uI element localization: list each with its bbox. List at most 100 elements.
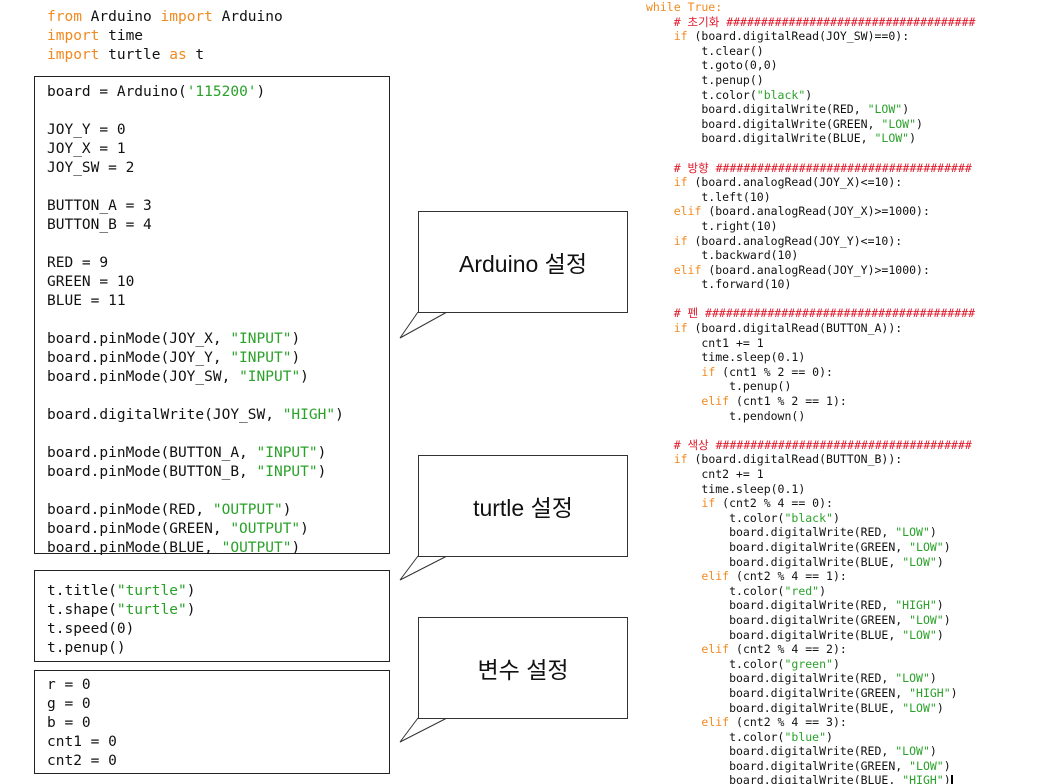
arduino-line: board = Arduino('115200') [47, 83, 344, 102]
code-token: b = 0 [47, 715, 91, 731]
code-token: board.digitalWrite(BLUE, [646, 131, 875, 146]
code-token: board.pinMode(JOY_X, [47, 331, 231, 347]
loop-line: t.color("red") [646, 584, 1054, 599]
code-token: ) [832, 510, 840, 525]
loop-line: board.digitalWrite(GREEN, "LOW") [646, 540, 1054, 555]
loop-line: elif (board.analogRead(JOY_Y)>=1000): [646, 263, 1054, 278]
code-token [646, 452, 674, 466]
code-token [646, 496, 701, 510]
code-token: t.penup() [47, 640, 126, 656]
loop-line: cnt2 += 1 [646, 467, 1054, 482]
turtle-line: t.penup() [47, 639, 195, 658]
code-token: JOY_Y = 0 [47, 122, 126, 138]
code-token: t.penup() [646, 379, 792, 394]
code-token: ) [929, 744, 937, 759]
code-token: ) [943, 773, 951, 784]
loop-line: board.digitalWrite(BLUE, "HIGH") [646, 773, 1054, 784]
code-token: t.left(10) [646, 189, 771, 204]
string-token: "red" [784, 583, 820, 598]
arduino-line: board.pinMode(BUTTON_B, "INPUT") [47, 463, 344, 482]
arduino-line: board.pinMode(GREEN, "OUTPUT") [47, 520, 344, 539]
code-token: Arduino [212, 9, 283, 25]
code-token: board.pinMode(BLUE, [47, 540, 222, 556]
code-token: board.digitalWrite(BLUE, [646, 627, 903, 642]
loop-line: board.digitalWrite(RED, "LOW") [646, 102, 1054, 117]
code-token: ) [819, 583, 827, 598]
string-token: "LOW" [902, 627, 937, 642]
loop-line: if (board.analogRead(JOY_Y)<=10): [646, 234, 1054, 249]
variables-callout-tail [399, 717, 448, 743]
arduino-line: BUTTON_A = 3 [47, 197, 344, 216]
string-token: "LOW" [902, 700, 937, 715]
loop-line: t.clear() [646, 44, 1054, 59]
code-token: ) [916, 116, 923, 131]
code-token: board.digitalWrite(GREEN, [646, 116, 882, 131]
code-token: ) [950, 685, 958, 700]
code-token: t.title( [47, 583, 117, 599]
variable-setup-callout: 변수 설정 [418, 617, 628, 719]
code-token: ) [300, 521, 309, 537]
code-token: ) [929, 671, 937, 686]
code-token: t.forward(10) [646, 277, 792, 292]
keyword-token: if [673, 29, 688, 44]
code-token: (board.analogRead(JOY_Y)>=1000): [701, 262, 930, 277]
arduino-line: board.pinMode(BLUE, "OUTPUT") [47, 539, 344, 558]
loop-line: elif (cnt2 % 4 == 1): [646, 569, 1054, 584]
loop-line: cnt1 += 1 [646, 336, 1054, 351]
code-token: ) [943, 758, 951, 773]
keyword-token: elif [701, 715, 730, 730]
code-token: JOY_SW = 2 [47, 160, 135, 176]
turtle-line: t.title("turtle") [47, 582, 195, 601]
code-token: board.digitalWrite(BLUE, [646, 773, 903, 784]
keyword-token: elif [701, 642, 730, 657]
comment-token: # 초기화 ##################################… [646, 14, 976, 29]
code-token: ) [291, 350, 301, 366]
code-token: t.color( [646, 510, 785, 525]
loop-line: board.digitalWrite(GREEN, "LOW") [646, 613, 1054, 628]
code-token: ) [317, 464, 327, 480]
arduino-line: JOY_SW = 2 [47, 159, 344, 178]
text-cursor [950, 774, 953, 784]
loop-line: t.penup() [646, 73, 1054, 88]
loop-line: t.left(10) [646, 190, 1054, 205]
turtle-callout-label: turtle 설정 [473, 495, 573, 521]
loop-line: time.sleep(0.1) [646, 482, 1054, 497]
code-token: t [186, 47, 205, 63]
arduino-line: GREEN = 10 [47, 273, 344, 292]
code-token: board.pinMode(GREEN, [47, 521, 231, 537]
arduino-line: board.digitalWrite(JOY_SW, "HIGH") [47, 406, 344, 425]
import-line: import time [47, 27, 283, 46]
string-token: "LOW" [902, 554, 937, 569]
code-token: time [99, 28, 144, 44]
loop-line: board.digitalWrite(BLUE, "LOW") [646, 628, 1054, 643]
loop-line: board.digitalWrite(GREEN, "HIGH") [646, 686, 1054, 701]
loop-line: t.color("blue") [646, 730, 1054, 745]
code-token: ) [256, 84, 266, 100]
loop-line: elif (cnt1 % 2 == 1): [646, 394, 1054, 409]
comment-token: # 색상 ###################################… [646, 437, 972, 452]
code-token: t.pendown() [646, 408, 806, 423]
arduino-line: JOY_Y = 0 [47, 121, 344, 140]
code-token: BUTTON_A = 3 [47, 198, 152, 214]
code-token: cnt1 = 0 [47, 734, 117, 750]
code-token: t.clear() [646, 43, 764, 58]
string-token: "black" [756, 87, 806, 102]
loop-line: board.digitalWrite(RED, "LOW") [646, 525, 1054, 540]
code-token: t.shape( [47, 602, 117, 618]
code-token: ) [909, 131, 917, 146]
import-line: from Arduino import Arduino [47, 8, 283, 27]
string-token: "LOW" [895, 525, 930, 540]
string-token: "HIGH" [895, 598, 937, 613]
code-token: (cnt1 % 2 == 1): [729, 394, 847, 409]
code-token: cnt2 += 1 [646, 467, 764, 481]
code-token: t.color( [646, 656, 785, 671]
code-token [646, 234, 674, 248]
code-token: board.digitalWrite(GREEN, [646, 685, 910, 700]
keyword-token: if [673, 321, 688, 336]
code-token [646, 204, 674, 218]
code-token [646, 569, 701, 583]
code-token: t.backward(10) [646, 248, 799, 263]
